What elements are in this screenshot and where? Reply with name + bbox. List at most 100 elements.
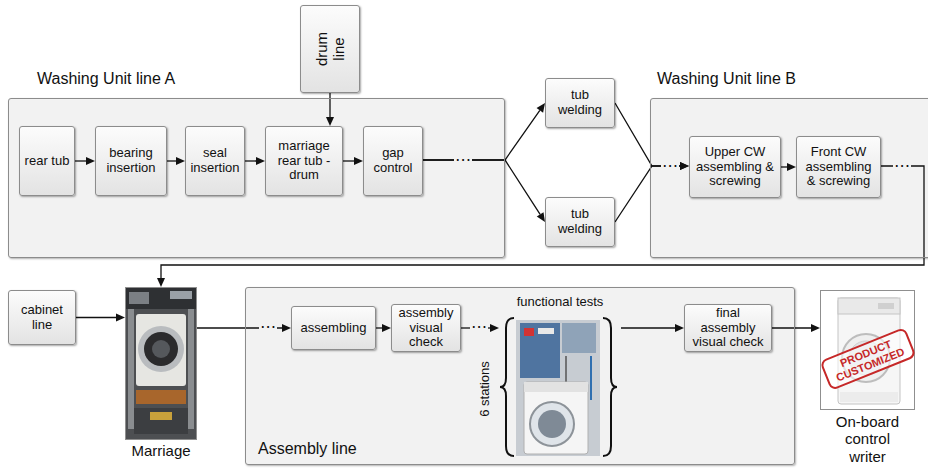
photo-ground xyxy=(516,320,600,456)
connector-line xyxy=(376,327,382,328)
machine-part xyxy=(136,390,186,404)
washer-panel xyxy=(838,298,900,314)
marriage-photo xyxy=(125,287,197,440)
connector-line xyxy=(167,160,176,161)
process-box: assembling xyxy=(291,306,376,350)
box-label: seal insertion xyxy=(190,146,240,176)
connector-line xyxy=(615,103,680,166)
test-station-photo xyxy=(516,320,600,456)
arrow-head xyxy=(86,157,95,165)
arrow-head xyxy=(537,103,545,113)
line-group: Washing Unit line Arear tubbearing inser… xyxy=(8,98,505,258)
box-label: gap control xyxy=(368,146,418,176)
connector xyxy=(423,103,545,160)
process-box: tub welding xyxy=(545,197,615,247)
line-group: Assembly line assembling assembly visual c… xyxy=(245,287,795,465)
arrow-head xyxy=(811,324,820,332)
indicator xyxy=(538,328,554,334)
arrow-head xyxy=(326,117,334,126)
control-cabinet xyxy=(562,323,596,353)
connector-line xyxy=(76,317,116,318)
arrow-head xyxy=(157,278,165,287)
connector xyxy=(167,157,185,165)
group-heading: Washing Unit line B xyxy=(657,70,796,88)
connector xyxy=(245,157,265,165)
group-fill xyxy=(8,98,505,258)
connector xyxy=(772,324,820,332)
process-box: drum line xyxy=(300,5,360,93)
machine-part xyxy=(170,291,192,299)
arrow-head xyxy=(680,162,689,170)
caption: 6 stations xyxy=(478,361,493,417)
process-box: gap control xyxy=(363,126,423,196)
process-box: Upper CW assembling & screwing xyxy=(689,136,781,198)
arrow-head xyxy=(116,314,125,322)
process-box: tub welding xyxy=(545,78,615,128)
box-label: cabinet line xyxy=(13,303,71,333)
box-label: rear tub xyxy=(25,154,70,169)
arrow-head xyxy=(537,212,545,222)
right-brace xyxy=(603,318,617,456)
connector xyxy=(423,160,545,222)
arrow-head xyxy=(382,324,391,332)
box-label: Upper CW assembling & screwing xyxy=(694,145,776,190)
washer-plinth xyxy=(840,392,898,402)
connector xyxy=(376,324,391,332)
left-brace xyxy=(500,318,514,456)
connector-line xyxy=(772,327,811,328)
box-label: tub welding xyxy=(550,88,610,118)
box-label: bearing insertion xyxy=(100,146,162,176)
machine-part xyxy=(150,412,172,420)
connector-line xyxy=(329,93,330,117)
connector-line xyxy=(343,160,354,161)
connector-line xyxy=(75,160,86,161)
caption: Marriage xyxy=(131,442,190,459)
ellipsis-mark: ⋯ xyxy=(259,319,277,335)
ellipsis-mark: ⋯ xyxy=(454,152,472,168)
image-box: functional tests6 stations xyxy=(499,316,621,461)
process-box: seal insertion xyxy=(185,126,245,196)
photo-shade xyxy=(125,287,197,309)
group-heading: Washing Unit line A xyxy=(37,70,175,88)
group-fill xyxy=(650,98,928,258)
arrow-head xyxy=(176,157,185,165)
frame-pillar xyxy=(128,309,134,429)
connector xyxy=(781,163,796,171)
arrow-head xyxy=(675,324,684,332)
process-box: bearing insertion xyxy=(95,126,167,196)
control-cabinet xyxy=(520,323,560,378)
connector-line xyxy=(245,160,256,161)
drum-opening xyxy=(144,332,178,366)
washer-body xyxy=(524,382,588,454)
group-fill xyxy=(245,287,795,465)
washer-door xyxy=(530,402,574,446)
drum-inner xyxy=(152,340,170,358)
hose xyxy=(590,356,592,400)
connector-line xyxy=(423,110,540,160)
line-group: Washing Unit line BUpper CW assembling &… xyxy=(650,98,928,258)
box-label: final assembly visual check xyxy=(689,306,767,351)
box-label: marriage rear tub - drum xyxy=(270,139,338,184)
ellipsis-mark: ⋯ xyxy=(661,158,679,174)
connector xyxy=(75,157,95,165)
caption: drum line xyxy=(313,26,348,72)
process-box: marriage rear tub - drum xyxy=(265,126,343,196)
caption: On-board control writer xyxy=(830,413,906,465)
arrow-head xyxy=(256,157,265,165)
ellipsis-mark: ⋯ xyxy=(470,319,488,335)
box-label: assembling xyxy=(301,321,367,336)
group-fills xyxy=(8,98,928,465)
drum-ring xyxy=(138,326,184,372)
box-label: assembly visual check xyxy=(396,306,456,351)
hose xyxy=(565,356,567,383)
process-box: rear tub xyxy=(19,126,75,196)
image-box: Marriage xyxy=(125,287,197,440)
group-heading: Assembly line xyxy=(258,440,357,458)
process-box: Front CW assembling & screwing xyxy=(796,136,881,198)
washer-panel xyxy=(524,382,588,392)
connector-line xyxy=(621,327,675,328)
frame-pillar xyxy=(188,309,194,429)
box-label: tub welding xyxy=(550,207,610,237)
photo-ground xyxy=(125,287,197,440)
